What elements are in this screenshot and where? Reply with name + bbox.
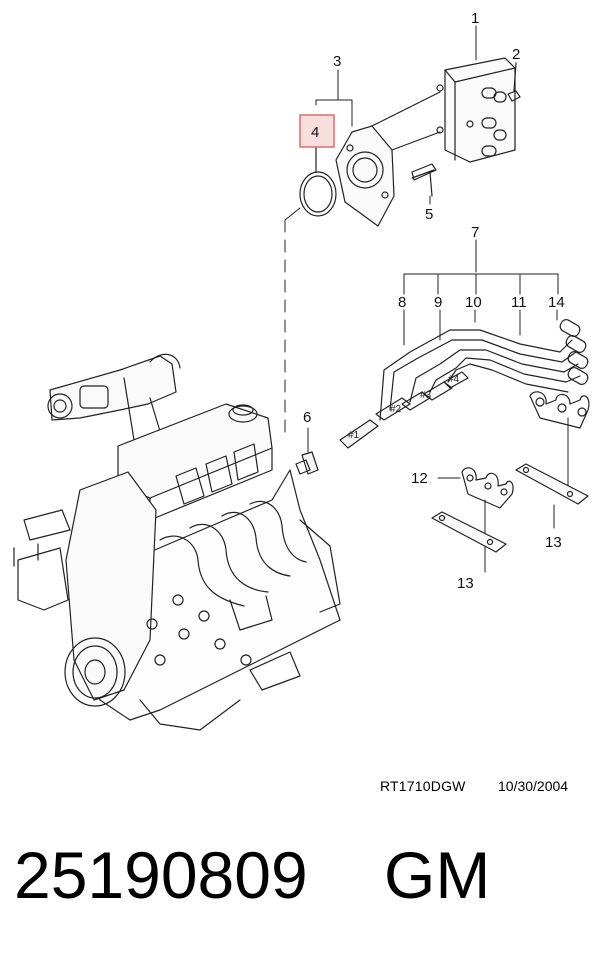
cylinder-mark-3: #3 bbox=[420, 390, 432, 401]
cylinder-mark-4: #4 bbox=[448, 374, 460, 385]
spark-plug-part-6 bbox=[295, 451, 319, 475]
brand-name: GM bbox=[384, 838, 491, 912]
callout-12[interactable]: 12 bbox=[411, 470, 428, 487]
callout-8[interactable]: 8 bbox=[398, 294, 406, 311]
cylinder-mark-1: #1 bbox=[348, 430, 360, 441]
callout-13-left[interactable]: 13 bbox=[457, 575, 474, 592]
coil-bracket bbox=[335, 91, 441, 227]
callout-1[interactable]: 1 bbox=[471, 10, 479, 27]
callout-13-right[interactable]: 13 bbox=[545, 534, 562, 551]
cylinder-mark-2: #2 bbox=[390, 404, 402, 415]
lead-bracket-part-13-left bbox=[431, 511, 507, 553]
spark-plug-leads bbox=[339, 319, 589, 449]
engine-block bbox=[13, 353, 341, 731]
callout-2[interactable]: 2 bbox=[512, 46, 520, 63]
part-number: 25190809 bbox=[14, 838, 308, 912]
drawing-date: 10/30/2004 bbox=[498, 778, 569, 794]
lead-clip-part-14 bbox=[529, 391, 590, 429]
drawing-reference-code: RT1710DGW bbox=[380, 778, 466, 794]
nut-part-2 bbox=[507, 62, 521, 102]
lead-clip-part-12 bbox=[461, 467, 514, 509]
highlighted-callout-box[interactable] bbox=[299, 114, 335, 148]
o-ring-part-4 bbox=[299, 147, 337, 217]
callout-14[interactable]: 14 bbox=[548, 294, 565, 311]
bolt-part-5 bbox=[411, 163, 437, 197]
callout-5[interactable]: 5 bbox=[425, 206, 433, 223]
ignition-coil bbox=[436, 57, 516, 163]
lead-bracket-part-13-right bbox=[515, 463, 589, 505]
exploded-ignition-diagram: #1 #2 #3 #4 1 2 3 4 5 6 7 8 9 10 11 12 1… bbox=[13, 10, 590, 731]
callout-11[interactable]: 11 bbox=[511, 294, 527, 311]
cylinder-marks: #1 #2 #3 #4 bbox=[348, 374, 460, 441]
callout-6[interactable]: 6 bbox=[303, 409, 311, 426]
callout-10[interactable]: 10 bbox=[465, 294, 482, 311]
callout-4[interactable]: 4 bbox=[311, 124, 319, 141]
callout-9[interactable]: 9 bbox=[434, 294, 442, 311]
callout-3[interactable]: 3 bbox=[333, 53, 341, 70]
callout-7[interactable]: 7 bbox=[471, 224, 479, 241]
callout-labels: 1 2 3 4 5 6 7 8 9 10 11 12 13 13 14 bbox=[303, 10, 565, 592]
